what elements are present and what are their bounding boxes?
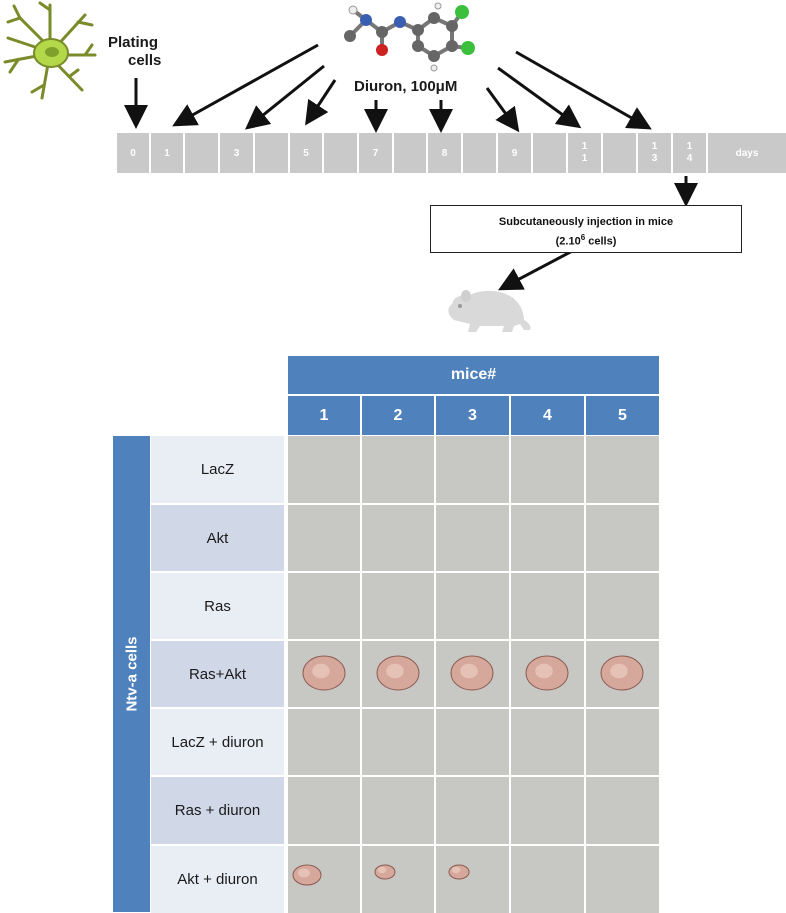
timeline-cell xyxy=(394,133,428,173)
grid-cell xyxy=(288,641,360,707)
grid-cell xyxy=(436,436,509,503)
grid-cell xyxy=(511,846,584,913)
tumor-sample xyxy=(525,655,569,691)
tumor-sample xyxy=(374,864,396,880)
column-header: 5 xyxy=(586,396,659,435)
grid-cell xyxy=(288,436,360,503)
timeline-days-label: days xyxy=(708,133,786,173)
timeline-cell: 1 3 xyxy=(638,133,673,173)
column-header: 4 xyxy=(511,396,584,435)
timeline-cell xyxy=(255,133,290,173)
timeline-cell: 1 xyxy=(151,133,185,173)
row-label: Akt xyxy=(151,505,284,571)
grid-cell xyxy=(362,777,434,844)
timeline-cell xyxy=(185,133,220,173)
tumor-sample xyxy=(450,655,494,691)
grid-cell xyxy=(511,709,584,775)
tumor-sample xyxy=(448,864,470,880)
column-header: 2 xyxy=(362,396,434,435)
grid-cell xyxy=(436,641,509,707)
grid-cell xyxy=(362,436,434,503)
timeline-cell: 1 1 xyxy=(568,133,603,173)
grid-cell xyxy=(362,709,434,775)
grid-cell xyxy=(436,846,509,913)
timeline-cell: 9 xyxy=(498,133,533,173)
grid-cell xyxy=(436,505,509,571)
timeline-cell xyxy=(603,133,638,173)
grid-cell xyxy=(436,709,509,775)
row-label: Akt + diuron xyxy=(151,846,284,913)
molecule-icon xyxy=(344,2,475,72)
tumor-sample xyxy=(292,864,322,886)
row-label: Ras xyxy=(151,573,284,639)
side-group-label: Ntv-a cells xyxy=(113,436,150,912)
timeline-arrows xyxy=(124,43,698,291)
grid-cell xyxy=(586,573,659,639)
timeline-cell xyxy=(463,133,498,173)
timeline-cell: 3 xyxy=(220,133,255,173)
grid-cell xyxy=(511,573,584,639)
grid-cell xyxy=(362,641,434,707)
drug-label: Diuron, 100μM xyxy=(354,78,458,95)
grid-cell xyxy=(288,505,360,571)
grid-cell xyxy=(436,777,509,844)
tumor-sample xyxy=(376,655,420,691)
timeline-cell xyxy=(533,133,568,173)
injection-line1: Subcutaneously injection in mice xyxy=(498,216,674,228)
timeline-cell xyxy=(324,133,359,173)
grid-cell xyxy=(288,846,360,913)
row-label: LacZ + diuron xyxy=(151,709,284,775)
tumor-sample xyxy=(302,655,346,691)
cell-icon xyxy=(3,1,97,100)
row-label: Ras + diuron xyxy=(151,777,284,844)
timeline-cell: 7 xyxy=(359,133,394,173)
mouse-icon xyxy=(448,290,531,332)
grid-cell xyxy=(586,709,659,775)
column-header: 3 xyxy=(436,396,509,435)
timeline-cell: 5 xyxy=(290,133,324,173)
grid-cell xyxy=(288,777,360,844)
grid-cell xyxy=(586,436,659,503)
grid-cell xyxy=(511,777,584,844)
timeline-cell: 8 xyxy=(428,133,463,173)
mice-group-header: mice# xyxy=(288,356,659,394)
grid-cell xyxy=(362,573,434,639)
injection-box: Subcutaneously injection in mice (2.106 … xyxy=(430,205,742,253)
grid-cell xyxy=(586,505,659,571)
column-header: 1 xyxy=(288,396,360,435)
row-label: Ras+Akt xyxy=(151,641,284,707)
grid-cell xyxy=(362,505,434,571)
grid-cell xyxy=(586,641,659,707)
grid-cell xyxy=(511,505,584,571)
grid-cell xyxy=(288,709,360,775)
grid-cell xyxy=(436,573,509,639)
tumor-sample xyxy=(600,655,644,691)
grid-cell xyxy=(586,846,659,913)
grid-cell xyxy=(586,777,659,844)
timeline-cell: 1 4 xyxy=(673,133,708,173)
injection-line2: (2.106 cells) xyxy=(555,233,617,248)
grid-cell xyxy=(288,573,360,639)
grid-cell xyxy=(511,641,584,707)
grid-cell xyxy=(362,846,434,913)
timeline-cell: 0 xyxy=(117,133,151,173)
grid-cell xyxy=(511,436,584,503)
row-label: LacZ xyxy=(151,436,284,503)
plating-label: Plating cells xyxy=(108,34,162,69)
